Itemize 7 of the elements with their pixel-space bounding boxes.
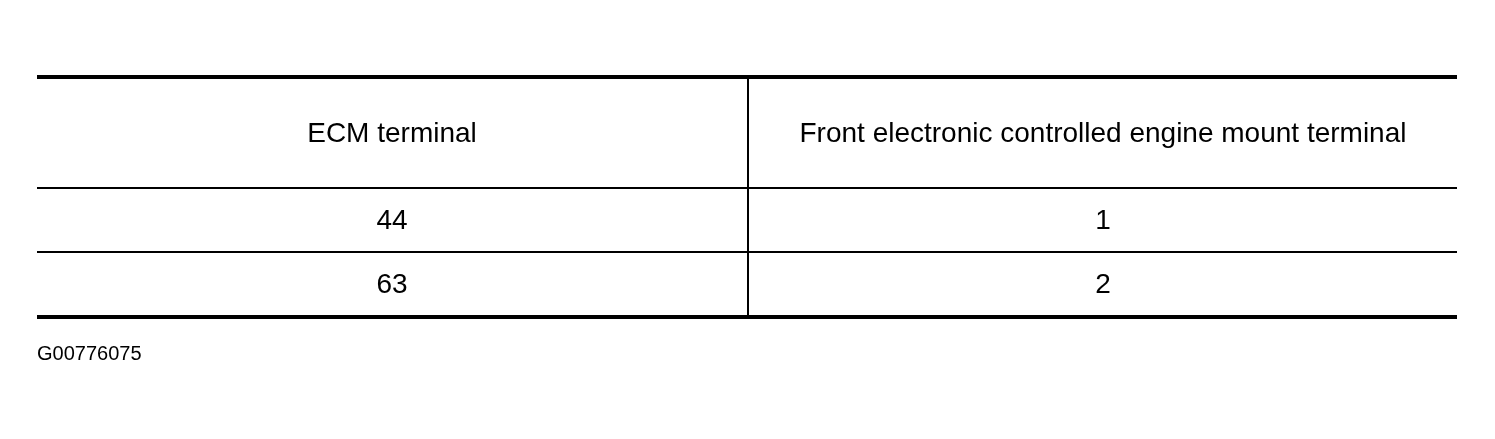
figure-code: G00776075 [37, 342, 142, 365]
header-cell-text: Front electronic controlled engine mount terminal [798, 116, 1408, 150]
table-cell-text: 44 [375, 203, 409, 237]
table-cell-text: 2 [1094, 267, 1112, 301]
table-cell-text: 1 [1094, 203, 1112, 237]
header-cell-text: ECM terminal [306, 116, 478, 150]
table-cell-text: 63 [375, 267, 409, 301]
